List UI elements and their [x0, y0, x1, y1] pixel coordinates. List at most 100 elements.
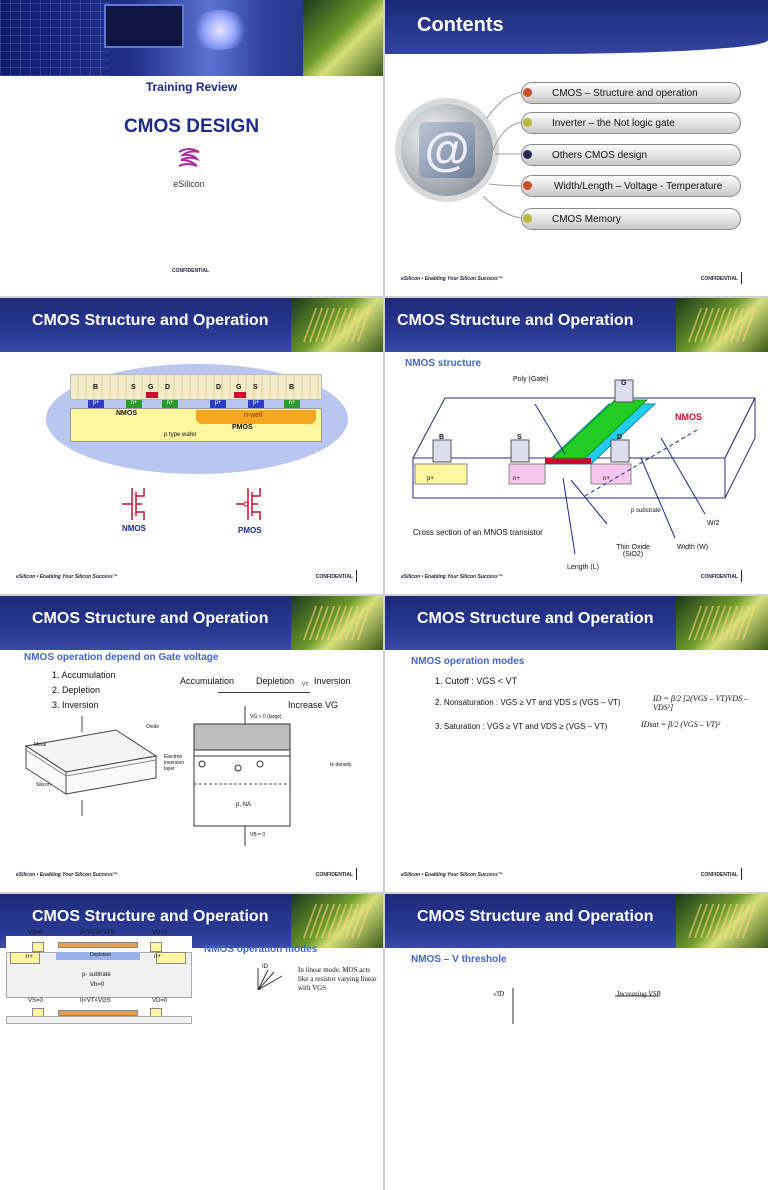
terminal-b: B: [289, 384, 295, 391]
dopant-p: p+: [248, 400, 264, 408]
slide-title-text: CMOS Structure and Operation: [32, 312, 269, 329]
slide-cmos-structure[interactable]: CMOS Structure and Operation B S G D D G…: [0, 298, 383, 594]
terminal-s: S: [131, 384, 136, 391]
footer-tagline: eSilicon • Enabling Your Silicon Success…: [16, 574, 118, 580]
section-subtitle: NMOS operation depend on Gate voltage: [24, 652, 219, 663]
width-label: Width (W): [677, 544, 709, 551]
slide-contents[interactable]: Contents @ CMOS – Structure and operatio…: [385, 0, 768, 296]
list-item: 3. Inversion: [52, 700, 99, 710]
slide-nmos-modes[interactable]: CMOS Structure and Operation NMOS operat…: [385, 596, 768, 892]
slide-header: CMOS Structure and Operation: [385, 894, 768, 948]
mode-item: 3. Saturation : VGS ≥ VT and VDS ≥ (VGS …: [435, 722, 608, 731]
depletion-label: Depletion: [90, 952, 112, 958]
slide-title-text: CMOS Structure and Operation: [32, 908, 269, 925]
depletion-label: Depletion: [256, 676, 295, 686]
contents-item-1[interactable]: CMOS – Structure and operation: [521, 82, 741, 104]
w2-label: W/2: [707, 520, 720, 527]
confidential-label: CONFIDENTIAL: [172, 268, 210, 274]
inversion-diagram: [193, 706, 291, 846]
slide-nmos-structure[interactable]: CMOS Structure and Operation NMOS struct…: [385, 298, 768, 594]
terminal-s: S: [517, 434, 522, 441]
slide-footer: eSilicon • Enabling Your Silicon Success…: [0, 570, 383, 586]
page-title: CMOS DESIGN: [123, 116, 260, 137]
contents-item-2[interactable]: Inverter – the Not logic gate: [521, 112, 741, 134]
slide-sheet: Training Review CMOS DESIGN eSilicon CON…: [0, 0, 768, 1024]
terminal-d: D: [617, 434, 623, 441]
mode-item: 2. Nonsaturation : VGS ≥ VT and VDS ≤ (V…: [435, 698, 621, 707]
slide-nmos-operation[interactable]: CMOS Structure and Operation NMOS operat…: [0, 596, 383, 892]
vs-label: VS=0: [28, 998, 43, 1004]
increase-vg-label: Increase VG: [288, 700, 339, 710]
section-subtitle: NMOS operation modes: [411, 656, 525, 667]
substrate-label: p substrate: [631, 508, 661, 514]
metal-label: Metal: [34, 742, 47, 748]
footer-tagline: eSilicon • Enabling Your Silicon Success…: [401, 574, 503, 580]
dopant-p: p+: [427, 476, 434, 482]
dopant-p: p+: [88, 400, 104, 408]
vgs-label: 0<VGS<VTS: [80, 930, 115, 936]
id-vds-graph: [257, 968, 283, 990]
slide-header: CMOS Structure and Operation: [0, 298, 383, 352]
threshold-graph: [512, 988, 659, 1024]
terminal-b: B: [93, 384, 99, 391]
nmos-symbol: [122, 488, 145, 520]
mos-plate-diagram: [24, 716, 158, 816]
poly-gate-label: Poly (Gate): [513, 376, 549, 383]
footer-confidential: CONFIDENTIAL: [315, 872, 353, 878]
slide-title[interactable]: Training Review CMOS DESIGN eSilicon CON…: [0, 0, 383, 296]
vd-label: VD=0: [152, 930, 168, 936]
figure-caption: Cross section of an MNOS transistor: [413, 528, 543, 537]
dopant-n: n+: [162, 400, 178, 408]
slide-footer: eSilicon • Enabling Your Silicon Success…: [385, 272, 768, 288]
oxide-label: Thin Oxide (SiO2): [616, 544, 650, 558]
inversion-label: Inversion: [314, 676, 351, 686]
slide-footer: eSilicon • Enabling Your Silicon Success…: [385, 868, 768, 884]
dopant-n: n+: [513, 476, 520, 482]
at-sign-icon: @: [401, 104, 493, 196]
slide-header: CMOS Structure and Operation: [385, 298, 768, 352]
list-item: 1. Accumulation: [52, 670, 116, 680]
vt-label: VT: [302, 682, 309, 688]
oxide-top: [70, 374, 322, 400]
silicon-label: Silicon: [36, 782, 51, 788]
esilicon-logo: eSilicon: [163, 146, 215, 189]
nwell-label: n-well: [244, 412, 263, 419]
dopant-n: n+: [284, 400, 300, 408]
footer-confidential: CONFIDENTIAL: [700, 574, 738, 580]
contents-item-4[interactable]: Width/Length – Voltage - Temperature: [521, 175, 741, 197]
terminal-d: D: [216, 384, 222, 391]
slide-nmos-modes-2[interactable]: CMOS Structure and Operation VS=0 0<VGS<…: [0, 894, 383, 1190]
vg-large-label: VG > 0 (large): [250, 714, 282, 720]
increasing-vsb-label: Increasing VSB: [617, 990, 661, 998]
bullet-dot: [523, 181, 532, 190]
footer-confidential: CONFIDENTIAL: [700, 872, 738, 878]
gate-poly: [146, 392, 158, 398]
slide-header: CMOS Structure and Operation: [385, 596, 768, 650]
terminal-g: G: [148, 384, 154, 391]
terminal-d: D: [165, 384, 171, 391]
slide-header: Contents: [385, 0, 768, 54]
bullet-dot: [523, 88, 532, 97]
section-subtitle: NMOS structure: [405, 358, 482, 369]
n-well: [196, 410, 316, 424]
slide-title-text: CMOS Structure and Operation: [32, 610, 269, 627]
linear-mode-text: In linear mode, MOS acts like a resistor…: [298, 966, 377, 992]
gate-poly: [234, 392, 246, 398]
length-label: Length (L): [567, 564, 599, 571]
dopant-p: p+: [210, 400, 226, 408]
contents-item-3[interactable]: Others CMOS design: [521, 144, 741, 166]
contents-item-5[interactable]: CMOS Memory: [521, 208, 741, 230]
slide-title-text: CMOS Structure and Operation: [417, 908, 654, 925]
n-plus-label: n+: [26, 954, 33, 960]
vb-label: VB = 0: [250, 832, 266, 838]
slide-footer: eSilicon • Enabling Your Silicon Success…: [385, 570, 768, 586]
section-subtitle: NMOS – V threshole: [411, 954, 507, 965]
pmos-symbol-label: PMOS: [238, 526, 262, 535]
slide-v-threshold[interactable]: CMOS Structure and Operation NMOS – V th…: [385, 894, 768, 1190]
slide-title-text: Contents: [417, 14, 504, 36]
slide-header: CMOS Structure and Operation: [0, 596, 383, 650]
id-axis-label: ID: [262, 964, 268, 970]
subtitle: Training Review: [145, 80, 238, 94]
nmos-symbol-label: NMOS: [122, 524, 146, 533]
substrate-label: p- subtrate: [82, 972, 111, 978]
